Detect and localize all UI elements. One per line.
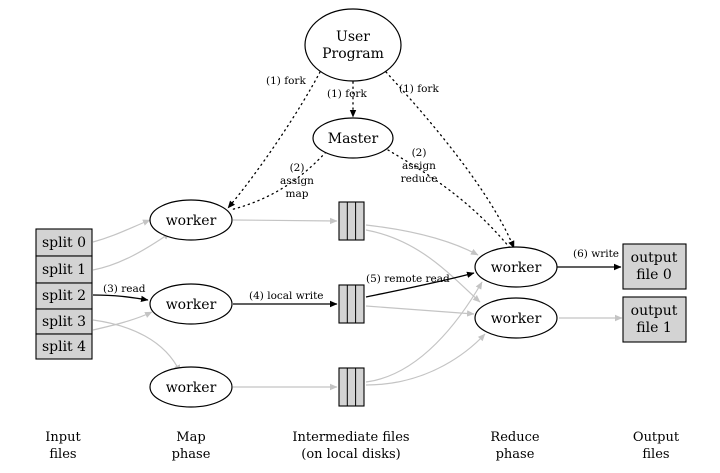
control-edges <box>227 71 515 249</box>
edge-assign-reduce <box>387 149 511 249</box>
caption-output-2: files <box>642 447 669 462</box>
phase-captions: Input files Map phase Intermediate files… <box>45 430 680 462</box>
label-fork-center: (1) fork <box>327 88 367 100</box>
label-assign-map-2: assign <box>280 175 314 187</box>
edge-file1-reduce0 <box>365 224 479 256</box>
split-2-box <box>35 282 93 310</box>
edge-split1-worker1 <box>92 232 171 271</box>
master-label: Master <box>328 131 379 147</box>
edge-split3-worker2 <box>92 311 153 331</box>
output-file-0: output file 0 <box>622 243 687 290</box>
edge-fork-left <box>227 71 321 209</box>
edge-read <box>92 294 149 303</box>
reduce-worker-1: worker <box>474 297 558 339</box>
map-worker-3-label: worker <box>166 380 217 396</box>
edge-split4-worker3 <box>92 319 181 373</box>
reduce-worker-0-label: worker <box>491 260 542 276</box>
split-3-label: split 3 <box>42 314 86 330</box>
label-assign-reduce-1: (2) <box>412 147 427 159</box>
caption-map-1: Map <box>176 430 205 445</box>
edge-file3-reduce1 <box>365 333 486 386</box>
caption-map-2: phase <box>172 447 211 462</box>
label-assign-map-3: map <box>286 188 309 200</box>
label-assign-reduce-2: assign <box>402 160 436 172</box>
label-fork-right: (1) fork <box>399 83 439 95</box>
edge-worker1-file1 <box>232 217 338 225</box>
map-worker-1: worker <box>149 199 233 241</box>
map-worker-2-label: worker <box>166 297 217 313</box>
caption-reduce-1: Reduce <box>490 430 539 445</box>
split-0-label: split 0 <box>42 235 86 251</box>
edge-remote-read <box>365 271 475 298</box>
intermediate-file-3 <box>338 367 365 407</box>
label-read: (3) read <box>103 283 146 295</box>
map-worker-3: worker <box>149 366 233 408</box>
label-assign-map-1: (2) <box>290 162 305 174</box>
edge-file2-reduce1 <box>365 305 475 317</box>
output-file-0-line2: file 0 <box>636 267 671 283</box>
user-program-label-line1: User <box>336 29 370 45</box>
caption-intermediate-1: Intermediate files <box>292 430 409 445</box>
split-1-label: split 1 <box>42 262 86 278</box>
output-file-1: output file 1 <box>622 296 687 343</box>
split-4-label: split 4 <box>42 339 86 355</box>
edge-file3-reduce0 <box>365 281 483 383</box>
intermediate-file-1 <box>338 201 365 241</box>
black-edges <box>92 263 622 308</box>
gray-edges <box>92 217 623 391</box>
split-0-box <box>35 228 93 257</box>
caption-input-2: files <box>49 447 76 462</box>
caption-input-1: Input <box>45 430 81 445</box>
label-write: (6) write <box>573 248 619 260</box>
output-file-1-line2: file 1 <box>636 320 671 336</box>
edge-assign-map <box>229 151 327 211</box>
user-program-label-line2: Program <box>322 46 384 62</box>
edge-split0-worker1 <box>92 219 151 243</box>
input-splits: split 0 split 1 split 2 split 3 split 4 <box>35 228 93 360</box>
label-fork-left: (1) fork <box>266 75 306 87</box>
label-assign-reduce-3: reduce <box>401 173 438 185</box>
map-worker-1-label: worker <box>166 213 217 229</box>
split-4-box <box>35 333 93 360</box>
user-program-node: User Program <box>304 8 402 82</box>
split-2-label: split 2 <box>42 288 86 304</box>
intermediate-file-2 <box>338 284 365 324</box>
caption-intermediate-2: (on local disks) <box>301 447 400 462</box>
reduce-worker-0: worker <box>474 246 558 288</box>
label-remote-read: (5) remote read <box>366 273 450 285</box>
caption-output-1: Output <box>633 430 680 445</box>
reduce-worker-1-label: worker <box>491 311 542 327</box>
output-file-1-line1: output <box>631 303 678 319</box>
map-worker-2: worker <box>149 283 233 325</box>
caption-reduce-2: phase <box>496 447 535 462</box>
master-node: Master <box>312 117 394 159</box>
output-file-0-line1: output <box>631 250 678 266</box>
edge-file1-reduce1 <box>365 229 481 303</box>
split-1-box <box>35 255 93 284</box>
label-local-write: (4) local write <box>249 290 324 302</box>
edge-fork-right <box>385 71 515 249</box>
edge-labels: (1) fork (1) fork (1) fork (2) assign ma… <box>103 75 619 302</box>
